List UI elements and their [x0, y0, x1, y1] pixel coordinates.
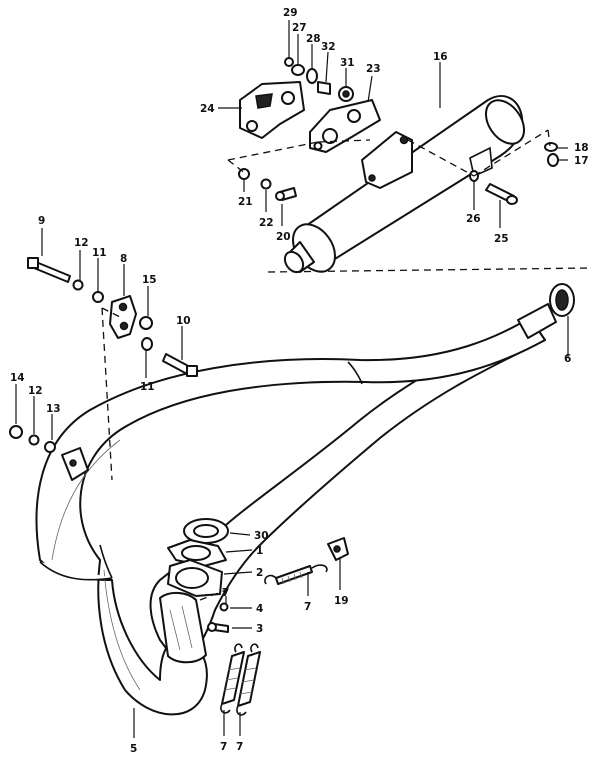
callout-7-right: 7: [236, 741, 243, 753]
leader-lines: [15, 20, 569, 738]
callout-3: 3: [256, 623, 263, 635]
callout-17: 17: [574, 155, 589, 167]
callout-12-top: 12: [74, 237, 89, 249]
callout-9: 9: [38, 215, 45, 227]
callout-31: 31: [340, 57, 355, 69]
callout-24: 24: [200, 103, 215, 115]
gaskets: [167, 518, 229, 633]
callout-7-small: 7: [222, 587, 229, 599]
springs: [220, 537, 349, 716]
callout-11-top: 11: [92, 247, 107, 259]
callout-1: 1: [256, 545, 263, 557]
expansion-chamber: [35, 317, 546, 716]
callout-7-left: 7: [220, 741, 227, 753]
callout-21: 21: [238, 196, 253, 208]
callout-19: 19: [334, 595, 349, 607]
callout-6: 6: [564, 353, 571, 365]
hardware-left: [9, 257, 198, 453]
callout-16: 16: [433, 51, 448, 63]
callout-18: 18: [574, 142, 589, 154]
callout-23: 23: [366, 63, 381, 75]
callout-20: 20: [276, 231, 291, 243]
callout-13: 13: [46, 403, 61, 415]
callout-27: 27: [292, 22, 307, 34]
callout-32: 32: [321, 41, 336, 53]
callout-26: 26: [466, 213, 481, 225]
callout-30: 30: [254, 530, 269, 542]
assembly-lines: [101, 129, 591, 601]
callout-22: 22: [259, 217, 274, 229]
callout-12-bottom: 12: [28, 385, 43, 397]
hardware-top: [238, 57, 559, 205]
callout-25: 25: [494, 233, 509, 245]
callout-14: 14: [10, 372, 25, 384]
brackets-upper: [239, 81, 381, 153]
callout-labels: 29 27 28 32 31 23 16 24 18 17 21 22 20 2…: [10, 7, 589, 755]
callout-7-spring: 7: [304, 601, 311, 613]
callout-4: 4: [256, 603, 263, 615]
callout-15: 15: [142, 274, 157, 286]
silencer: [283, 95, 526, 274]
tail-pipe-joint: [517, 283, 575, 339]
callout-2: 2: [256, 567, 263, 579]
callout-8: 8: [120, 253, 127, 265]
callout-11-bottom: 11: [140, 381, 155, 393]
callout-29: 29: [283, 7, 298, 19]
callout-10: 10: [176, 315, 191, 327]
callout-28: 28: [306, 33, 321, 45]
callout-5: 5: [130, 743, 137, 755]
